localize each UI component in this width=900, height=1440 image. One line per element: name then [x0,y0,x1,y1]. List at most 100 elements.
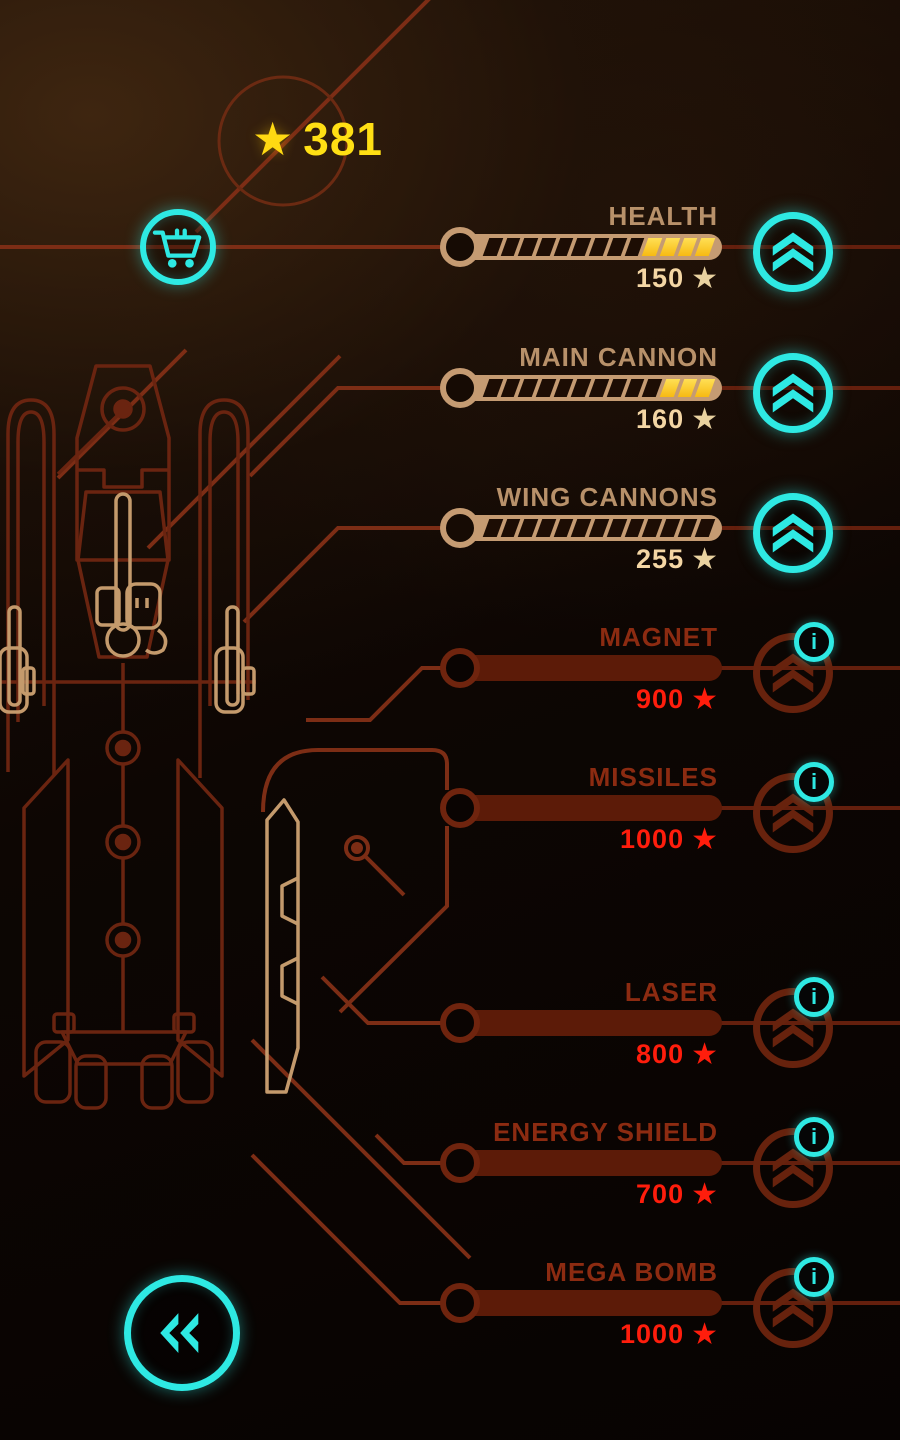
upgrade-button[interactable] [753,773,833,853]
upgrade-row-mega-bomb: MEGA BOMB 1000 ★ i [0,1243,900,1373]
bar-segment [659,238,680,256]
bar-segment [624,379,645,397]
upgrade-row-laser: LASER 800 ★ i [0,963,900,1093]
double-chevron-up-icon [772,1008,814,1048]
bar-end-circle [440,788,480,828]
upgrade-button[interactable] [753,1128,833,1208]
bar-segment [518,519,539,537]
bar-segment [482,238,503,256]
upgrade-progress-bar [446,1150,722,1176]
bar-segment [588,379,610,397]
upgrade-label: WING CANNONS [496,482,718,512]
bar-end-circle [440,508,480,548]
bar-segment [500,238,521,256]
bar-segment [624,519,645,537]
upgrade-button[interactable] [753,353,833,433]
upgrade-row-missiles: MISSILES 1000 ★ i [0,748,900,878]
bar-end-circle [440,227,480,267]
upgrade-row-energy-shield: ENERGY SHIELD 700 ★ i [0,1103,900,1233]
bar-segment [535,519,557,537]
bar-segment [606,238,627,256]
bar-segment [624,238,645,256]
upgrade-price: 1000 ★ [620,824,718,855]
upgrade-button[interactable] [753,988,833,1068]
bar-segment [606,379,627,397]
double-chevron-up-icon [772,1148,814,1188]
star-icon: ★ [252,113,294,165]
price-value: 1000 [620,1319,685,1349]
bar-segment [553,379,574,397]
price-value: 900 [636,684,685,714]
double-chevron-left-icon [160,1313,199,1353]
bar-end-circle [440,1143,480,1183]
star-icon: ★ [691,261,718,295]
upgrade-label: HEALTH [608,201,718,231]
upgrade-price: 150 ★ [636,263,718,294]
bar-segment [588,238,610,256]
upgrade-label: MAIN CANNON [519,342,718,372]
price-value: 700 [636,1179,685,1209]
upgrade-progress-bar [446,1290,722,1316]
double-chevron-up-icon [772,373,814,413]
bar-segment [518,238,539,256]
bar-segment [553,519,574,537]
upgrade-progress-bar [446,1010,722,1036]
currency-display: ★ 381 [252,112,383,166]
upgrade-price: 1000 ★ [620,1319,718,1350]
currency-amount: 381 [303,113,383,165]
upgrade-row-main-cannon: MAIN CANNON 160 ★ i [0,328,900,458]
upgrade-row-wing-cannons: WING CANNONS 255 ★ i [0,468,900,598]
back-button[interactable] [124,1275,240,1391]
star-icon: ★ [691,402,718,436]
bar-segment [677,379,698,397]
shop-button[interactable] [140,209,216,285]
price-value: 255 [636,544,685,574]
bar-segment [500,519,521,537]
upgrade-progress-bar [446,375,722,401]
bar-segment [571,238,592,256]
bar-end-circle [440,368,480,408]
upgrade-label: MISSILES [588,762,718,792]
upgrade-row-magnet: MAGNET 900 ★ i [0,608,900,738]
bar-segment [677,238,698,256]
bar-segment [482,519,503,537]
upgrade-price: 255 ★ [636,544,718,575]
upgrade-price: 800 ★ [636,1039,718,1070]
upgrade-progress-bar [446,795,722,821]
bar-segment [535,238,557,256]
double-chevron-up-icon [772,793,814,833]
price-value: 800 [636,1039,685,1069]
star-icon: ★ [691,1317,718,1351]
bar-end-circle [440,648,480,688]
bar-end-circle [440,1283,480,1323]
upgrade-label: MAGNET [599,622,718,652]
info-badge[interactable]: i [794,1257,834,1297]
upgrade-progress-bar [446,515,722,541]
bar-segment [500,379,521,397]
bar-segment [571,379,592,397]
bar-segment [482,379,503,397]
star-icon: ★ [691,1037,718,1071]
upgrade-button[interactable] [753,493,833,573]
upgrade-progress-bar [446,234,722,260]
upgrade-button[interactable] [753,1268,833,1348]
info-badge[interactable]: i [794,762,834,802]
info-badge[interactable]: i [794,977,834,1017]
upgrade-button[interactable] [753,633,833,713]
info-badge[interactable]: i [794,1117,834,1157]
double-chevron-up-icon [772,1288,814,1328]
upgrade-progress-bar [446,655,722,681]
double-chevron-up-icon [772,513,814,553]
upgrade-price: 900 ★ [636,684,718,715]
cart-icon [152,228,202,268]
upgrade-button[interactable] [753,212,833,292]
upgrade-label: ENERGY SHIELD [493,1117,718,1147]
bar-segment [641,379,663,397]
bar-end-circle [440,1003,480,1043]
price-value: 1000 [620,824,685,854]
info-badge[interactable]: i [794,622,834,662]
upgrade-row-health: HEALTH 150 ★ i [0,187,900,317]
double-chevron-up-icon [772,653,814,693]
bar-segment [518,379,539,397]
